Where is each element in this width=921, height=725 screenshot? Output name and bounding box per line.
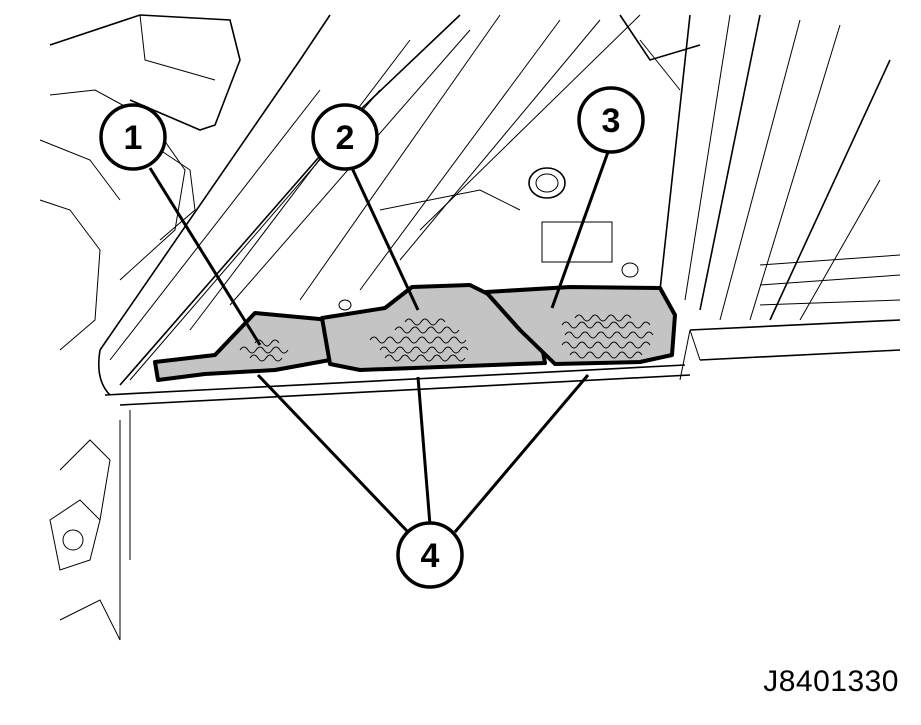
vehicle-body-structure xyxy=(39,14,901,641)
callout-4-label: 4 xyxy=(421,537,440,575)
leader-4a xyxy=(256,373,410,534)
callout-2: 2 xyxy=(311,103,379,171)
callout-1: 1 xyxy=(99,103,167,171)
callout-2-label: 2 xyxy=(336,119,355,157)
insulation-texture xyxy=(239,314,654,362)
insulation-pads xyxy=(153,283,677,382)
insulation-pad-3 xyxy=(484,285,677,366)
reference-code: J8401330 xyxy=(763,665,899,698)
insulation-pad-1 xyxy=(153,311,332,382)
leader-4c xyxy=(453,374,590,533)
callout-1-label: 1 xyxy=(124,119,143,157)
leader-3 xyxy=(550,151,610,309)
callout-4: 4 xyxy=(396,521,464,589)
leader-2 xyxy=(350,167,420,311)
callout-3: 3 xyxy=(577,86,645,154)
leader-4b xyxy=(416,376,432,526)
callout-3-label: 3 xyxy=(602,102,621,140)
leader-lines xyxy=(148,151,610,534)
leader-1 xyxy=(148,167,262,346)
